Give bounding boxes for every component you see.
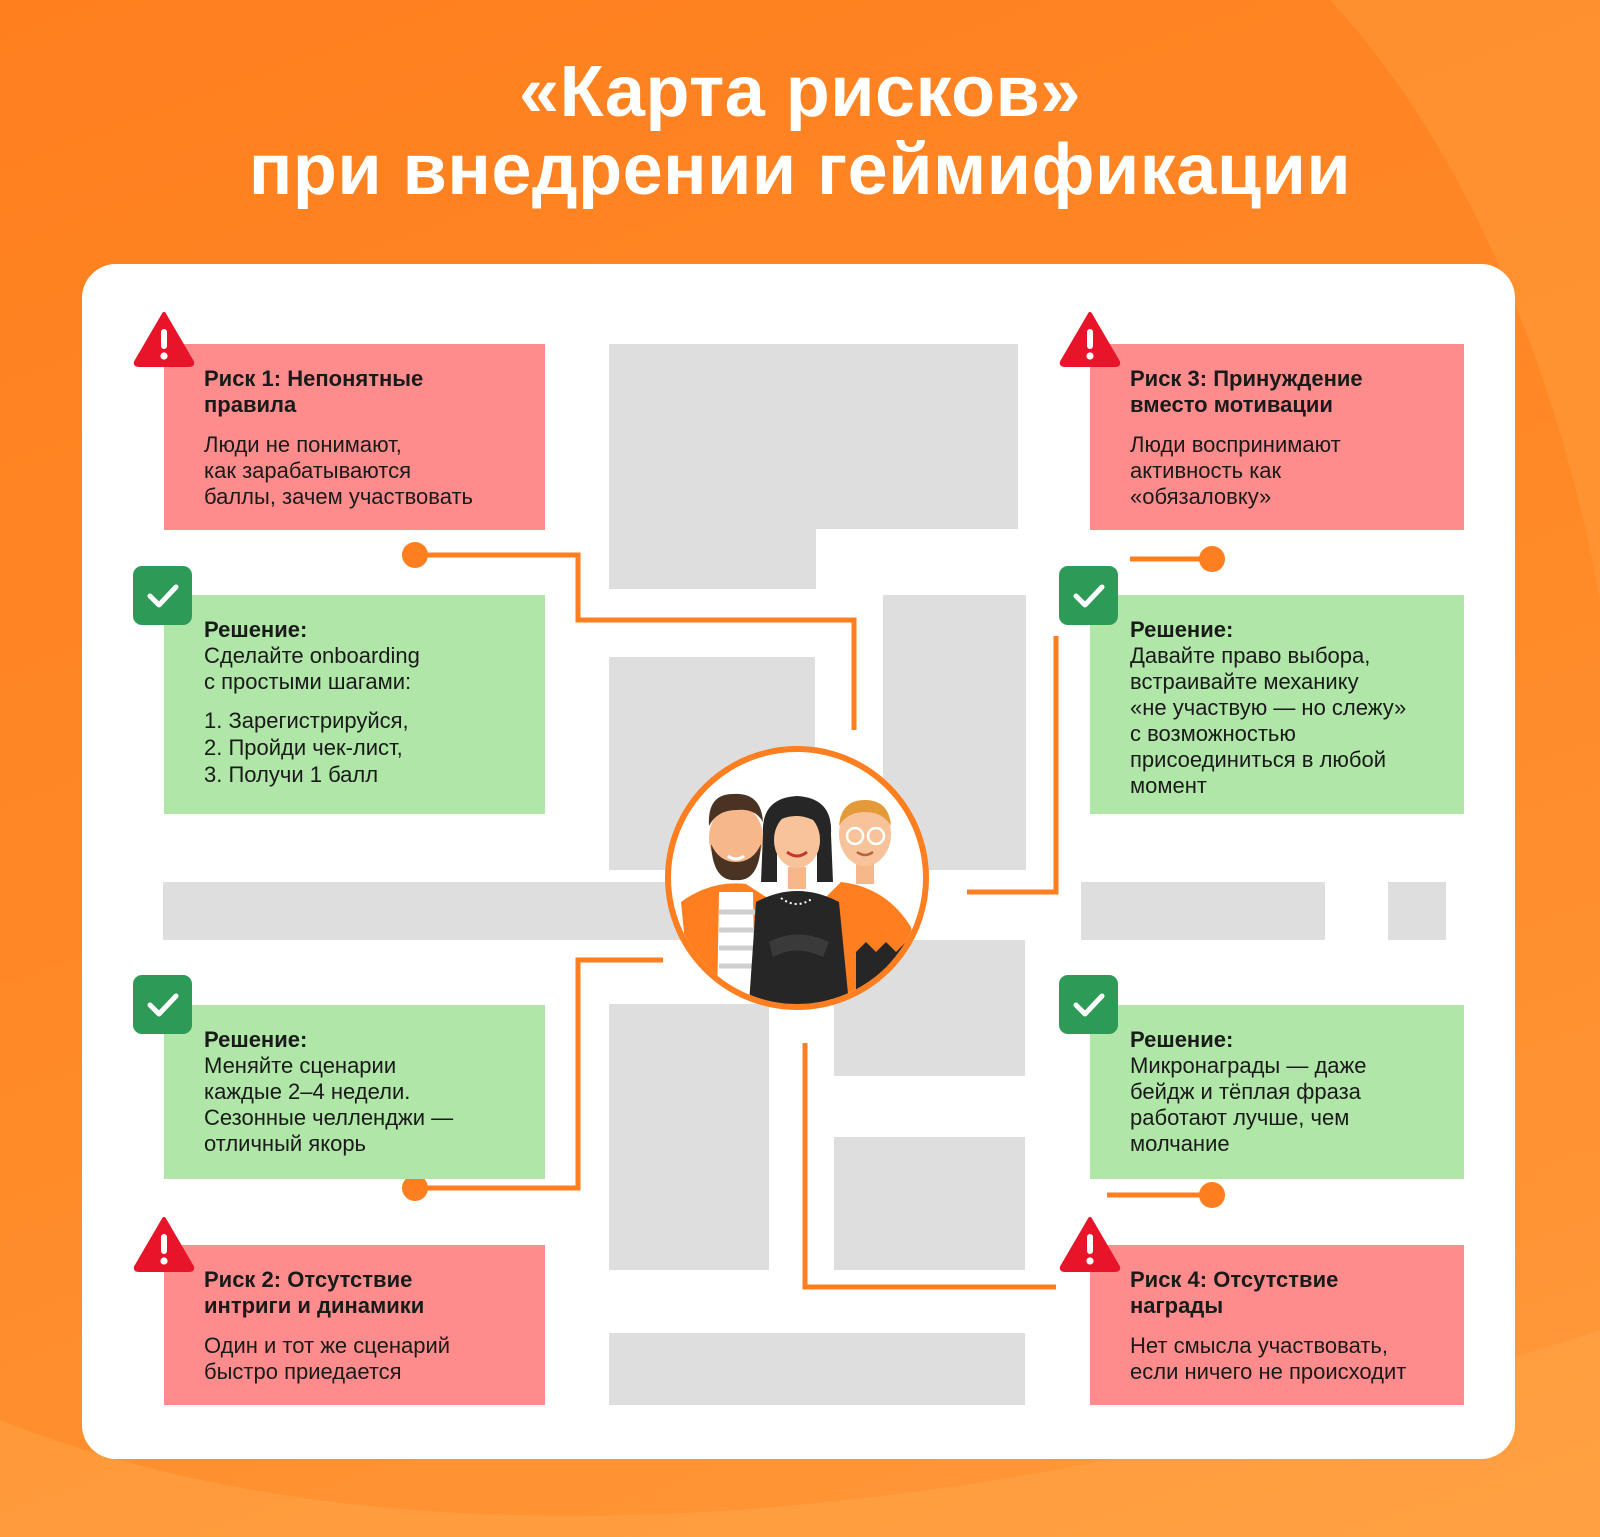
map-block [609,1004,769,1270]
solution-card-1: Решение: Сделайте onboarding с простыми … [164,595,545,814]
warning-icon [1059,312,1121,367]
risk-card-3: Риск 3: Принуждение вместо мотивации Люд… [1090,344,1464,530]
warning-icon [133,312,195,367]
solution-card-2: Решение: Меняйте сценарии каждые 2–4 нед… [164,1005,545,1179]
risk-card-3-text: Люди воспринимают активность как «обязал… [1130,432,1341,509]
risk-card-3-title: Риск 3: Принуждение вместо мотивации [1130,366,1363,417]
map-block [609,1333,1025,1405]
solution-card-2-title: Решение: [204,1027,308,1052]
map-block [1081,882,1325,940]
page-title-line-1: «Карта рисков» [519,52,1081,132]
check-icon [1059,975,1118,1034]
connector-lines [402,542,1225,1290]
risk-map-board: Риск 1: Непонятные правила Люди не поним… [82,264,1515,1459]
warning-icon [1059,1217,1121,1272]
solution-card-1-title: Решение: [204,617,308,642]
risk-card-2: Риск 2: Отсутствие интриги и динамики Од… [164,1245,545,1405]
check-icon [1059,566,1118,625]
map-block [163,882,733,940]
risk-card-4-title: Риск 4: Отсутствие награды [1130,1267,1339,1318]
solution-card-3-text: Давайте право выбора, встраивайте механи… [1130,643,1407,798]
map-block [609,529,816,589]
check-icon [133,566,192,625]
solution-card-4-text: Микронаграды — даже бейдж и тёплая фраза… [1130,1053,1367,1156]
risk-card-1-title: Риск 1: Непонятные правила [204,366,424,417]
page-title-line-2: при внедрении геймификации [248,130,1352,210]
map-block [1388,882,1446,940]
map-block [609,344,1018,529]
risk-card-1-text: Люди не понимают, как зарабатываются бал… [204,432,473,509]
risk-card-2-title: Риск 2: Отсутствие интриги и динамики [204,1267,425,1318]
solution-card-4-title: Решение: [1130,1027,1234,1052]
check-icon [133,975,192,1034]
risk-card-4: Риск 4: Отсутствие награды Нет смысла уч… [1090,1245,1464,1405]
map-block [834,1137,1025,1270]
solution-card-4: Решение: Микронаграды — даже бейдж и тёп… [1090,1005,1464,1179]
risk-card-4-text: Нет смысла участвовать, если ничего не п… [1130,1333,1407,1384]
solution-card-1-text: Сделайте onboarding с простыми шагами: [204,643,420,694]
solution-card-2-text: Меняйте сценарии каждые 2–4 недели. Сезо… [204,1053,454,1156]
warning-icon [133,1217,195,1272]
solution-card-3-title: Решение: [1130,617,1234,642]
risk-card-2-text: Один и тот же сценарий быстро приедается [204,1333,451,1384]
solution-card-1-steps: 1. Зарегистрируйся, 2. Пройди чек-лист, … [204,708,409,787]
team-people-illustration [681,793,923,1004]
risk-card-1: Риск 1: Непонятные правила Люди не поним… [164,344,545,530]
solution-card-3: Решение: Давайте право выбора, встраивай… [1090,595,1464,814]
center-team-circle [665,746,929,1010]
